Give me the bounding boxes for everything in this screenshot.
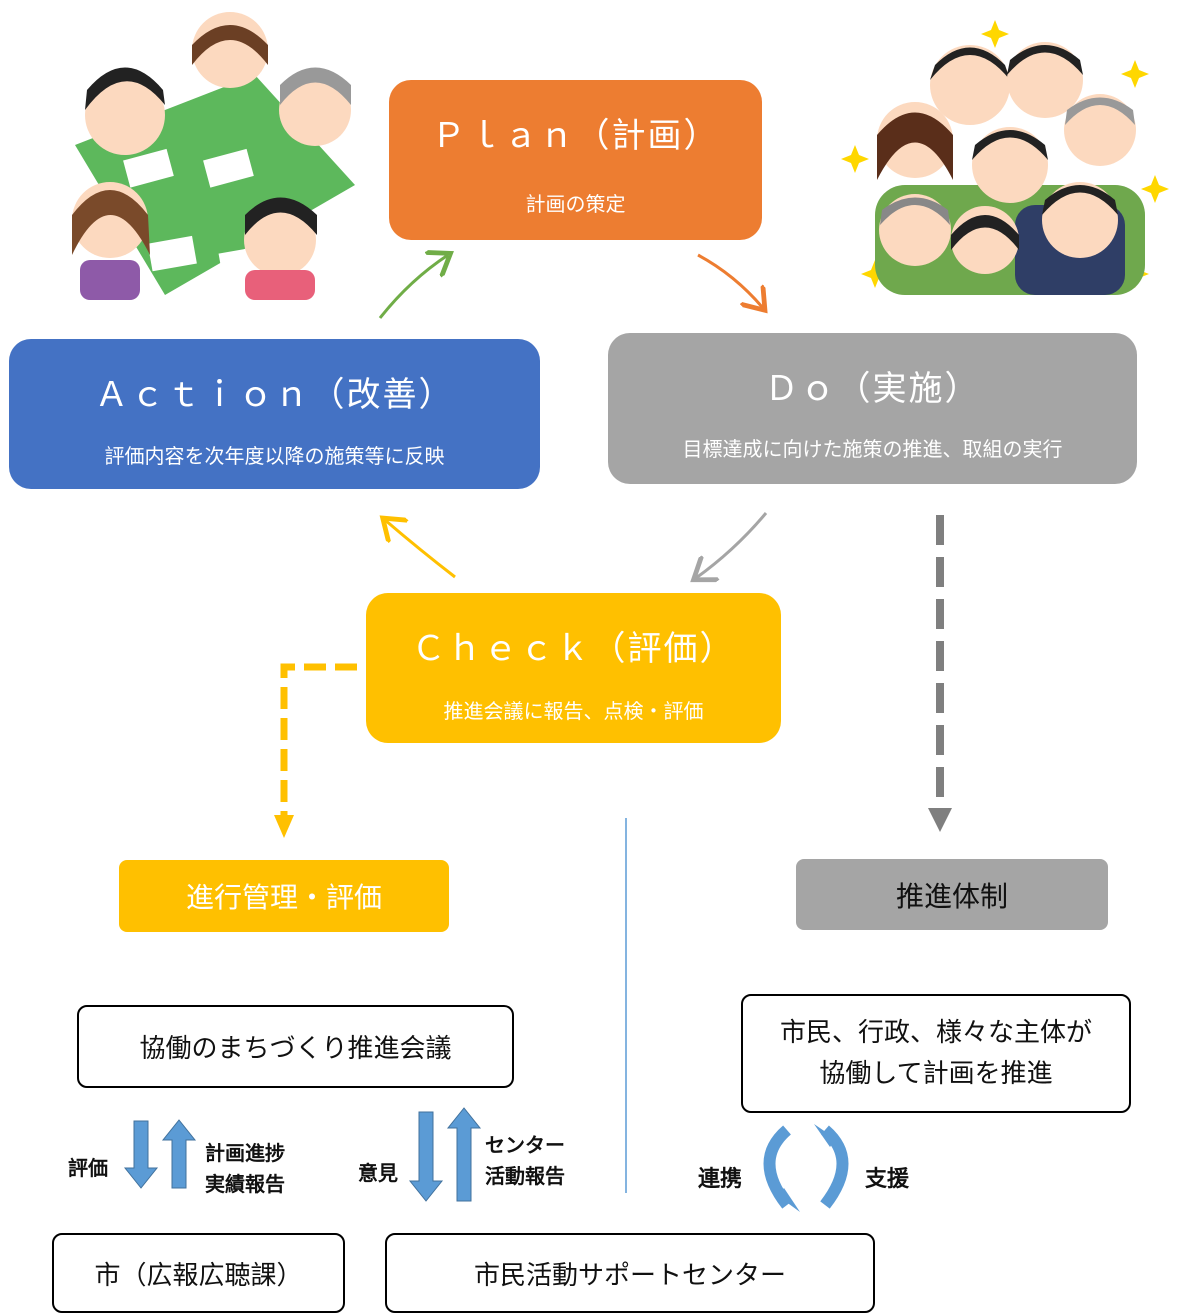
arrow-action-to-plan <box>378 255 448 319</box>
arrow-evaluation-down <box>123 1120 159 1189</box>
arrow-do-to-check <box>696 512 768 578</box>
check-box: Ｃｈｅｃｋ（評価） 推進会議に報告、点検・評価 <box>366 593 781 743</box>
plan-subtitle: 計画の策定 <box>525 192 626 216</box>
do-subtitle: 目標達成に向けた施策の推進、取組の実行 <box>682 437 1063 461</box>
label-center-report: センター 活動報告 <box>485 1130 565 1192</box>
progress-management-box: 進行管理・評価 <box>119 860 449 932</box>
cycle-arrows-icon <box>763 1124 849 1212</box>
action-box: Ａｃｔｉｏｎ（改善） 評価内容を次年度以降の施策等に反映 <box>9 339 540 489</box>
plan-box: Ｐｌａｎ（計画） 計画の策定 <box>389 80 762 240</box>
promotion-system-box: 推進体制 <box>796 859 1108 930</box>
label-center-line1: センター <box>485 1133 565 1157</box>
council-box: 協働のまちづくり推進会議 <box>77 1005 514 1088</box>
label-report-line2: 実績報告 <box>205 1172 285 1196</box>
collaboration-line2: 協働して計画を推進 <box>819 1058 1053 1089</box>
cheering-crowd-illustration <box>841 20 1169 295</box>
dashed-check-to-progress <box>280 663 357 815</box>
arrow-center-report-up <box>446 1107 482 1202</box>
do-title: Ｄｏ（実施） <box>764 369 981 409</box>
check-title: Ｃｈｅｃｋ（評価） <box>411 629 736 669</box>
arrow-plan-to-do <box>697 253 763 308</box>
arrow-check-to-action <box>385 520 456 579</box>
do-box: Ｄｏ（実施） 目標達成に向けた施策の推進、取組の実行 <box>608 333 1137 484</box>
action-subtitle: 評価内容を次年度以降の施策等に反映 <box>104 444 445 468</box>
check-subtitle: 推進会議に報告、点検・評価 <box>443 699 704 723</box>
label-support: 支援 <box>865 1167 910 1192</box>
arrow-opinion-down <box>408 1111 444 1202</box>
action-title: Ａｃｔｉｏｎ（改善） <box>94 375 455 415</box>
support-center-box: 市民活動サポートセンター <box>385 1233 875 1313</box>
label-center-line2: 活動報告 <box>485 1164 565 1188</box>
label-evaluation: 評価 <box>68 1156 108 1180</box>
label-report-line1: 計画進捗 <box>205 1141 285 1165</box>
collaboration-line1: 市民、行政、様々な主体が <box>779 1018 1092 1049</box>
city-box: 市（広報広聴課） <box>52 1233 345 1313</box>
plan-title: Ｐｌａｎ（計画） <box>431 116 720 156</box>
label-plan-progress: 計画進捗 実績報告 <box>205 1138 285 1200</box>
collaboration-box: 市民、行政、様々な主体が 協働して計画を推進 <box>741 994 1131 1113</box>
label-opinion: 意見 <box>358 1161 398 1185</box>
label-cooperation: 連携 <box>698 1167 743 1192</box>
arrow-report-up <box>161 1119 197 1189</box>
meeting-illustration <box>72 12 355 300</box>
